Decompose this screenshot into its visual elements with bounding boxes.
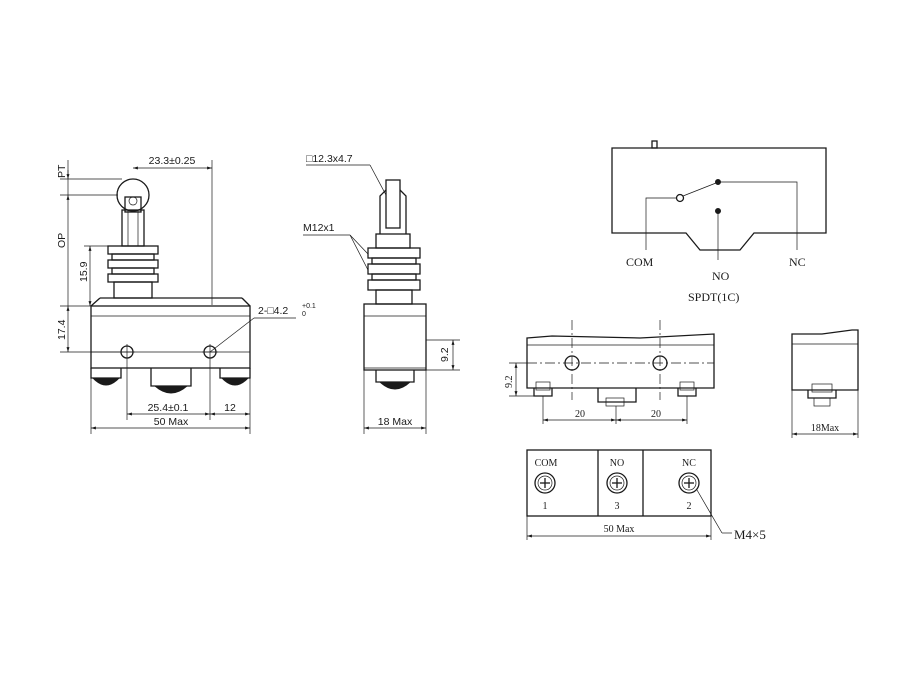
plunger-shaft xyxy=(121,209,145,247)
terminal-block xyxy=(526,449,712,517)
terminal-com xyxy=(91,377,121,386)
side-view: □12.3x4.7 M12x1 9.2 18 Max xyxy=(303,153,460,434)
terminal-label-com: COM xyxy=(535,458,558,469)
body-dim-20-left: 20 xyxy=(575,409,585,420)
terminal-label-nc: NC xyxy=(682,458,696,469)
side-plunger xyxy=(385,179,401,229)
body-dim-92: 9.2 xyxy=(504,376,515,389)
terminal-nc-screw xyxy=(678,472,700,494)
side-nut-bot xyxy=(367,279,421,291)
side-terminal xyxy=(378,381,412,390)
terminal-num-3: 3 xyxy=(615,501,620,512)
terminal-com-screw xyxy=(534,472,556,494)
terminal-dim-50: 50 Max xyxy=(604,524,635,535)
terminal-no-screw xyxy=(606,472,628,494)
side-body xyxy=(363,303,427,371)
side-nut-top xyxy=(367,247,421,259)
small-side-dim-18: 18Max xyxy=(811,423,839,434)
roller xyxy=(116,178,150,212)
dim-254-label: 25.4±0.1 xyxy=(148,402,189,414)
nut-bottom xyxy=(107,273,159,283)
side-dim-18: 18 Max xyxy=(378,416,413,428)
body-view: 9.2 20 20 xyxy=(504,320,715,424)
schematic-outline xyxy=(611,147,827,251)
schematic-com: COM xyxy=(626,255,654,269)
body-dim-20-right: 20 xyxy=(651,409,661,420)
schematic-nc: NC xyxy=(789,255,806,269)
body-hole-right xyxy=(652,355,668,371)
terminal-no xyxy=(153,385,189,394)
body-hole-left xyxy=(564,355,580,371)
dim-50-label: 50 Max xyxy=(154,416,189,428)
screw-label: M4×5 xyxy=(734,527,766,542)
dim-174-label: 17.4 xyxy=(56,319,68,340)
plunger-label: □12.3x4.7 xyxy=(306,153,353,165)
schematic-no: NO xyxy=(712,269,730,283)
dim-159-label: 15.9 xyxy=(78,261,90,282)
hole-label: 2-□4.2 xyxy=(258,305,288,317)
terminal-num-1: 1 xyxy=(543,501,548,512)
hole-tol-high: +0.1 xyxy=(302,303,316,310)
terminal-label-no: NO xyxy=(610,458,624,469)
terminal-num-2: 2 xyxy=(687,501,692,512)
op-label: OP xyxy=(56,233,68,248)
dim-12-label: 12 xyxy=(224,402,236,414)
dim-23-label: 23.3±0.25 xyxy=(149,155,196,167)
front-view: 23.3±0.25 PT OP 15.9 17.4 2-□4.2 +0.1 0 … xyxy=(56,155,316,434)
pt-label: PT xyxy=(56,164,68,178)
nut-middle xyxy=(107,259,159,269)
schematic-type: SPDT(1C) xyxy=(688,290,739,304)
side-dim-92: 9.2 xyxy=(439,347,451,362)
terminal-nc xyxy=(220,377,250,386)
nut-top xyxy=(107,245,159,255)
side-nut-mid xyxy=(367,263,421,275)
com-contact xyxy=(675,193,685,203)
terminal-view: COM NO NC 1 3 2 50 Max M4×5 xyxy=(526,449,766,542)
switch-body xyxy=(90,305,251,369)
spdt-schematic: COM NO NC SPDT(1C) xyxy=(611,140,827,304)
hole-tol-low: 0 xyxy=(302,311,306,318)
body-view-outline xyxy=(526,333,715,389)
small-side-view: 18Max xyxy=(791,329,859,438)
thread-label: M12x1 xyxy=(303,222,335,234)
small-side-outline xyxy=(791,329,859,391)
